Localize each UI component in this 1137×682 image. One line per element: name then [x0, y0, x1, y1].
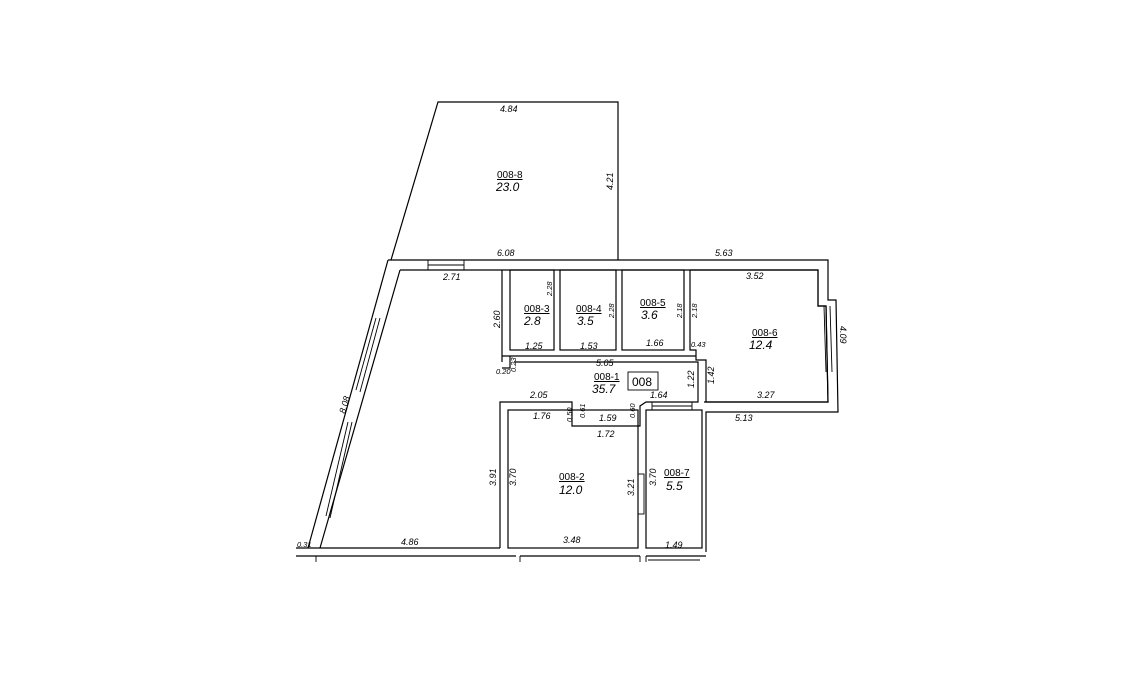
dim-top-8: 4.84 [500, 104, 518, 114]
left-wall-outer [307, 259, 389, 549]
dim-1-49: 1.49 [665, 540, 683, 550]
corridor-inner [502, 356, 511, 369]
room-008-8-id: 008-8 [497, 170, 523, 181]
corridor-008-1-outline [499, 361, 699, 548]
room-008-4-area: 3.5 [577, 314, 594, 328]
right-window-2 [829, 305, 833, 373]
dim-1-72: 1.72 [597, 429, 615, 439]
dim-4-09: 4.09 [838, 326, 848, 344]
room-008-3-id: 008-3 [524, 304, 550, 315]
dim-0-50: 0.50 [565, 407, 574, 422]
room-008-1-id: 008-1 [594, 372, 620, 383]
room-008-5-outline [621, 269, 685, 351]
dim-1-64: 1.64 [650, 390, 668, 400]
room-008-4-outline [559, 269, 617, 351]
left-window [355, 317, 377, 391]
room-008-1-area: 35.7 [592, 382, 617, 396]
left-window-2 [359, 317, 381, 393]
dim-5-63: 5.63 [715, 248, 733, 258]
dim-3-21: 3.21 [626, 478, 636, 496]
dim-0-31: 0.31 [297, 540, 312, 549]
room-008-3-area: 2.8 [523, 314, 541, 328]
left-wall-inner [319, 269, 401, 549]
room-008-5-id: 008-5 [640, 298, 666, 309]
dim-1-25: 1.25 [525, 341, 544, 351]
dim-3-70-b: 3.70 [648, 468, 658, 486]
dim-0-43: 0.43 [691, 340, 706, 349]
room-008-6-outline [689, 269, 829, 403]
dim-2-05: 2.05 [529, 390, 549, 400]
room-008-6-area: 12.4 [749, 338, 773, 352]
dim-4-21: 4.21 [605, 172, 615, 190]
room-008-7-area: 5.5 [666, 479, 683, 493]
room-008-4-id: 008-4 [576, 304, 602, 315]
dim-1-59: 1.59 [599, 413, 617, 423]
dim-3-91: 3.91 [488, 468, 498, 486]
dim-0-60: 0.60 [628, 403, 637, 418]
dim-1-22: 1.22 [686, 370, 696, 388]
dim-3-27: 3.27 [757, 390, 776, 400]
dim-0-23: 0.23 [509, 357, 518, 372]
dim-6-08: 6.08 [497, 248, 515, 258]
dim-4-86: 4.86 [401, 537, 419, 547]
dim-2-60: 2.60 [492, 310, 502, 329]
dim-3-48: 3.48 [563, 535, 581, 545]
dim-5-13: 5.13 [735, 413, 753, 423]
room-008-7-id: 008-7 [664, 468, 690, 479]
left-window-3 [325, 421, 349, 517]
room-008-6-id: 008-6 [752, 328, 778, 339]
dim-2-28-b: 2.28 [607, 303, 616, 319]
room-008-2-area: 12.0 [559, 483, 583, 497]
dim-1-66: 1.66 [646, 338, 664, 348]
dim-0-20: 0.20 [496, 367, 511, 376]
room-008-5-area: 3.6 [641, 308, 658, 322]
dim-3-52: 3.52 [746, 271, 764, 281]
dim-2-71: 2.71 [442, 272, 461, 282]
dim-1-42: 1.42 [706, 366, 716, 384]
unit-label: 008 [632, 375, 652, 389]
room-008-2-id: 008-2 [559, 472, 585, 483]
right-window [823, 305, 827, 373]
left-window-4 [329, 421, 353, 519]
dim-0-61: 0.61 [578, 403, 587, 418]
dim-2-28-a: 2.28 [545, 281, 554, 297]
dim-5-05: 5.05 [596, 358, 615, 368]
dim-3-70-a: 3.70 [508, 468, 518, 486]
dim-8-08: 8.08 [337, 395, 351, 415]
dim-2-18-a: 2.18 [675, 303, 684, 319]
mid-window [637, 473, 645, 515]
dim-2-18-b: 2.18 [690, 303, 699, 319]
dim-1-76: 1.76 [533, 411, 551, 421]
room-008-8-area: 23.0 [495, 180, 520, 194]
outer-wall-top [388, 259, 839, 552]
dim-1-53: 1.53 [580, 341, 598, 351]
unit-label-box [627, 371, 659, 391]
room-008-3-outline [509, 269, 555, 351]
room-008-8-outline [390, 101, 619, 261]
